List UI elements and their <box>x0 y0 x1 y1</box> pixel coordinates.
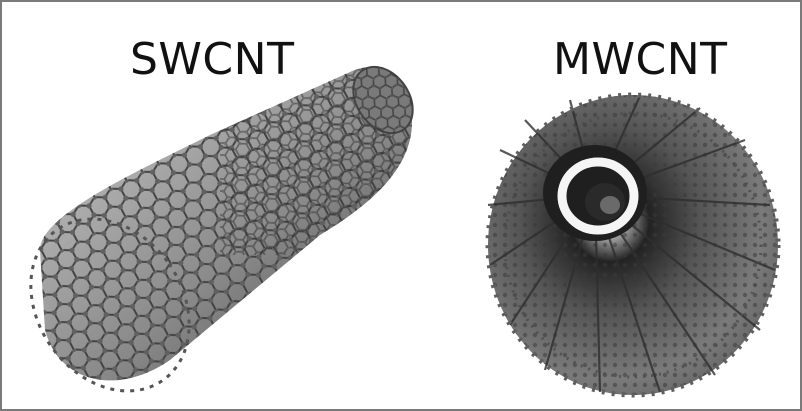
mwcnt-tube <box>488 95 778 395</box>
swcnt-tube <box>0 55 430 411</box>
